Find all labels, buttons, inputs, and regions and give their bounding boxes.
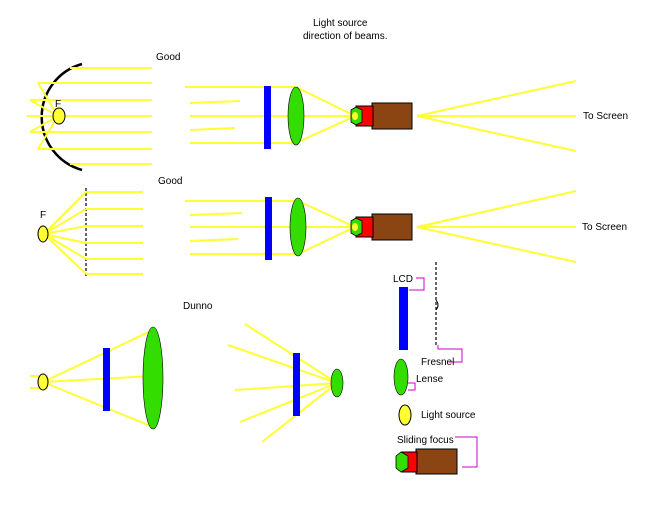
label-good-2: Good <box>158 176 182 187</box>
to-screen-label-1: To Screen <box>583 111 628 122</box>
fresnel-beams-2 <box>43 191 143 275</box>
legend-tube-brown <box>415 448 458 475</box>
lcd-panel-1 <box>264 86 271 149</box>
label-good-1: Good <box>156 52 180 63</box>
condenser-lens-1 <box>287 86 305 146</box>
legend-lcd-label: LCD <box>393 274 413 285</box>
incoming-beams-2 <box>185 200 356 255</box>
legend-lense-swatch <box>393 358 409 396</box>
legend: LCD Fresnel Lense Light source Sliding f… <box>393 262 478 475</box>
lcd-panel-4 <box>293 353 300 416</box>
focus-label-1: F <box>55 99 61 110</box>
legend-fresnel-callout <box>437 345 463 363</box>
label-dunno: Dunno <box>183 301 213 312</box>
focus-label-2: F <box>40 210 46 221</box>
fresnel-setup-2: F <box>37 188 143 278</box>
legend-sliding-focus-label: Sliding focus <box>397 435 454 446</box>
legend-light-source-label: Light source <box>421 410 476 421</box>
dunno-beams-right <box>227 323 338 443</box>
projector-stack-2: To Screen <box>185 190 627 263</box>
legend-fresnel: Fresnel <box>421 262 463 368</box>
light-source-lamp-3 <box>37 373 49 391</box>
legend-lcd-swatch <box>399 287 408 350</box>
legend-sliding-focus: Sliding focus <box>395 435 478 475</box>
legend-sliding-focus-callout <box>455 436 478 468</box>
legend-lense: Lense <box>393 358 444 396</box>
focus-point <box>352 112 358 120</box>
focus-tube-brown <box>371 102 413 130</box>
projector-stack-1: To Screen <box>185 80 628 152</box>
sliding-focus-1 <box>350 102 413 130</box>
title-line-1: Light source <box>313 18 368 29</box>
incoming-beams-1 <box>185 86 356 144</box>
light-source-lamp <box>52 107 66 125</box>
dunno-beams-left <box>30 329 154 428</box>
legend-light-source-swatch <box>398 404 412 426</box>
focus-tube-brown <box>371 213 413 241</box>
output-beams-1 <box>416 80 577 152</box>
legend-fresnel-label: Fresnel <box>421 357 454 368</box>
small-lens-4 <box>330 368 344 398</box>
sliding-focus-2 <box>350 213 413 241</box>
legend-lcd-callout <box>409 277 425 291</box>
lcd-panel-2 <box>265 197 272 260</box>
dunno-setup-right <box>227 323 344 443</box>
condenser-lens-2 <box>289 197 307 257</box>
legend-lense-label: Lense <box>416 374 444 385</box>
legend-lense-callout <box>408 382 416 391</box>
legend-lcd: LCD <box>393 274 425 350</box>
to-screen-label-2: To Screen <box>582 222 627 233</box>
reflector-setup-1: F <box>27 62 152 172</box>
legend-focus-lens-green <box>395 451 409 473</box>
lcd-panel-3 <box>103 348 110 411</box>
reflector-beams <box>27 67 152 165</box>
dunno-setup-left <box>30 326 164 430</box>
output-beams-2 <box>416 190 577 263</box>
title-line-2: direction of beams. <box>303 31 388 42</box>
light-source-lamp-2 <box>37 225 49 243</box>
legend-light-source: Light source <box>398 404 476 426</box>
focus-point <box>352 223 358 231</box>
large-lens-3 <box>142 326 164 430</box>
